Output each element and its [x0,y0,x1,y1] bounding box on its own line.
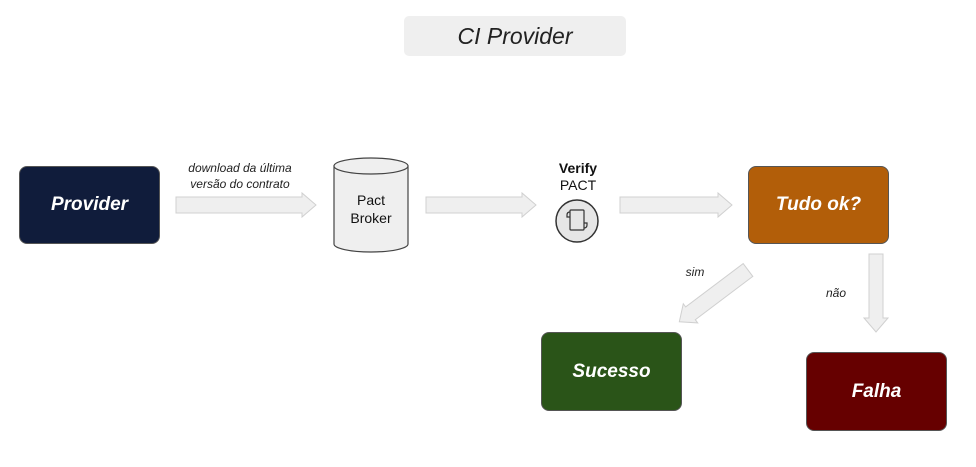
broker-label-line1: Pact [356,192,385,208]
verify-pact-label: Verify PACT [546,160,610,194]
success-node: Sucesso [541,332,682,411]
download-edge-label: download da última versão do contrato [170,160,310,192]
yes-edge-label: sim [685,265,705,279]
arrow-broker-to-verify [425,191,537,219]
pact-broker-cylinder [333,157,409,253]
diagram-title: CI Provider [404,16,626,56]
pact-broker-label: Pact Broker [334,191,408,227]
arrow-decision-to-failure [862,253,890,333]
arrow-provider-to-broker [175,191,317,219]
verify-circle [555,199,599,243]
failure-node: Falha [806,352,947,431]
download-label-line2: versão do contrato [190,177,290,191]
decision-node: Tudo ok? [748,166,889,244]
arrow-decision-to-success [678,262,754,324]
no-edge-label: não [825,286,847,300]
scroll-icon [566,209,588,231]
broker-label-line2: Broker [350,210,392,226]
arrow-verify-to-decision [619,191,733,219]
verify-label-line1: Verify [558,160,598,176]
provider-node: Provider [19,166,160,244]
download-label-line1: download da última [188,161,292,175]
verify-label-line2: PACT [559,177,597,193]
